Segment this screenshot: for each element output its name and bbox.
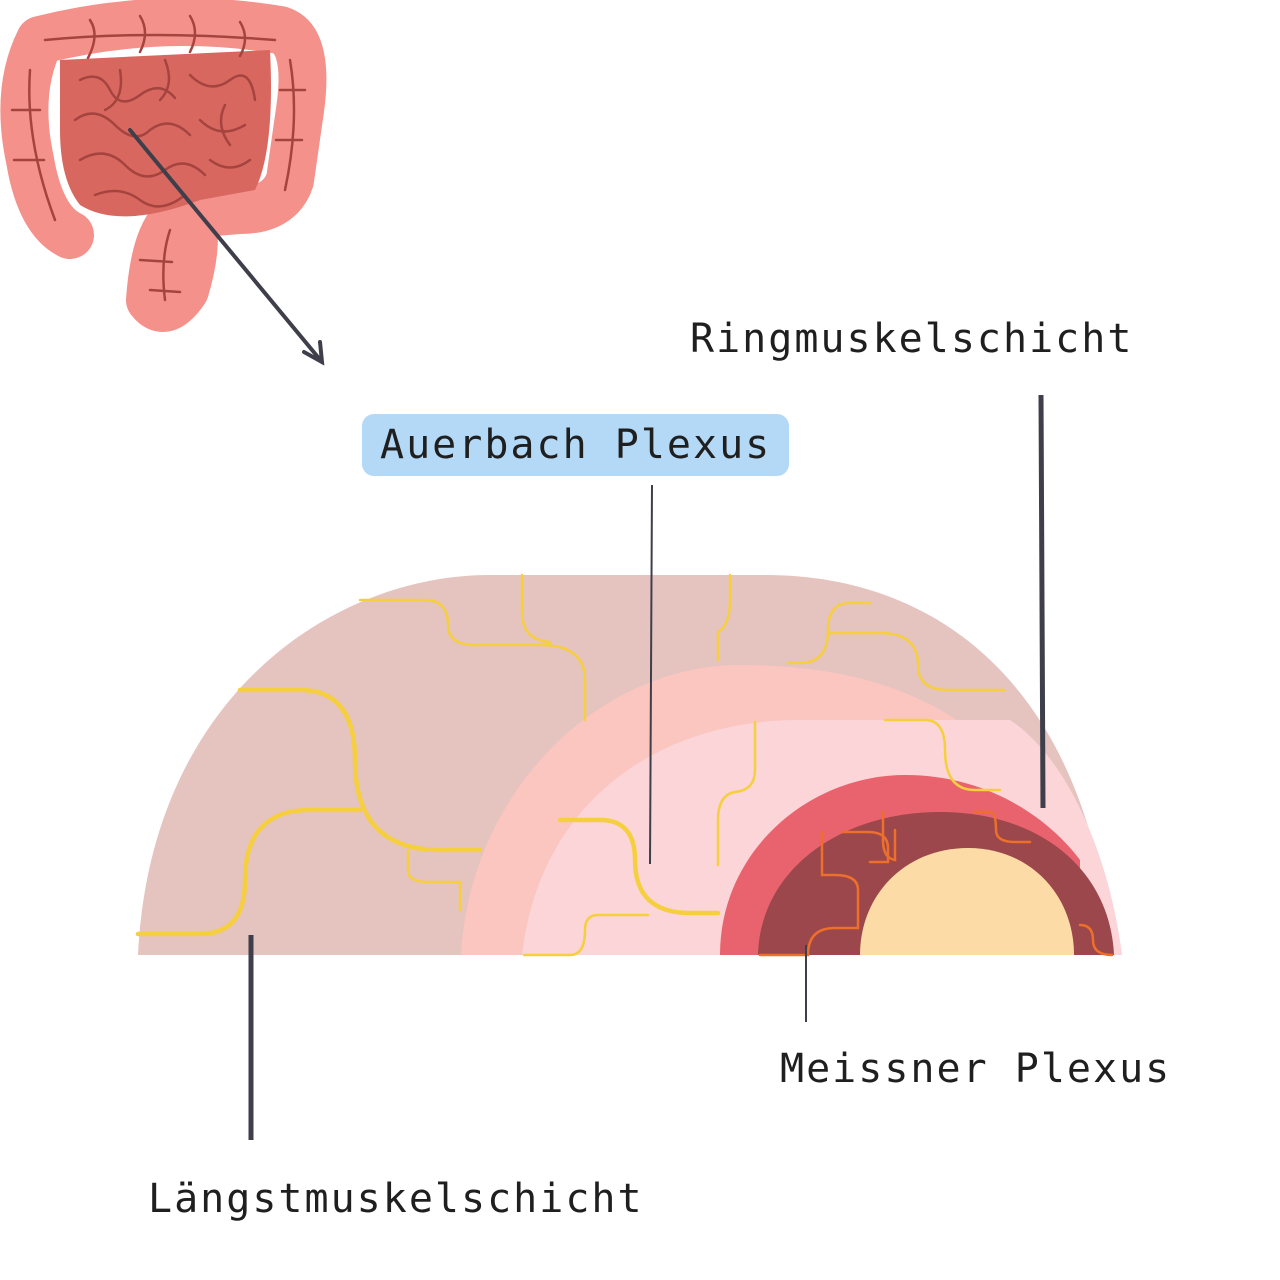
- pointer-lines: [248, 394, 1046, 1140]
- gut-wall-section: [138, 575, 1122, 955]
- auerbach-pointer: [649, 484, 653, 865]
- ringmuskel-label: Ringmuskelschicht: [690, 316, 1134, 362]
- meissner-plexus-label: Meissner Plexus: [780, 1046, 1172, 1092]
- ringmuskel-pointer: [1038, 394, 1046, 809]
- laengsmuskel-label: Längstmuskelschicht: [148, 1176, 644, 1222]
- submucosal-nerve-fibers: [758, 810, 1114, 957]
- arrow-icon: [128, 128, 325, 366]
- auerbach-plexus-label: Auerbach Plexus: [362, 414, 790, 476]
- intestine-icon: [0, 0, 327, 332]
- myenteric-nerve-fibers: [135, 573, 1007, 957]
- lumen: [860, 848, 1074, 955]
